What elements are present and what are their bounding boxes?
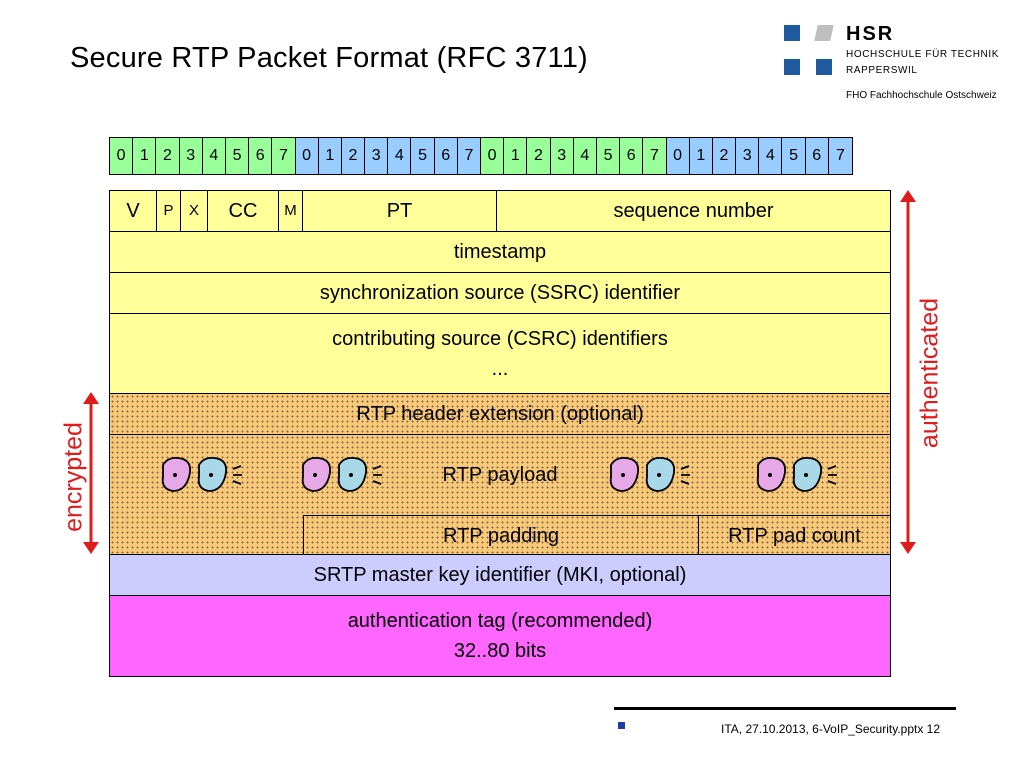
mki-row: SRTP master key identifier (MKI, optiona…: [110, 555, 890, 596]
rtp-pad-count-label: RTP pad count: [728, 524, 861, 547]
logo-square-icon: [814, 25, 834, 41]
ssrc-row: synchronization source (SSRC) identifier: [110, 273, 890, 314]
bit-cell: 6: [434, 138, 458, 174]
bit-cell: 3: [550, 138, 574, 174]
field-csrc-count: CC: [208, 191, 279, 231]
footer-text: ITA, 27.10.2013, 6-VoIP_Security.pptx 12: [721, 722, 941, 736]
bit-cell: 2: [527, 138, 551, 174]
bit-cell: 0: [110, 138, 134, 174]
field-payload-type-label: PT: [386, 200, 413, 222]
bit-cell: 0: [481, 138, 505, 174]
rtp-padding-field: RTP padding: [303, 515, 699, 555]
bit-cell: 4: [573, 138, 597, 174]
logo-name: HSR: [846, 23, 895, 45]
footer-divider: [614, 707, 956, 710]
logo-square-icon: [784, 59, 800, 75]
bit-cell: 3: [736, 138, 760, 174]
bit-cell: 7: [643, 138, 667, 174]
field-marker: M: [279, 191, 303, 231]
bit-cell: 4: [759, 138, 783, 174]
rtp-pad-count-field: RTP pad count: [699, 515, 890, 555]
srtp-packet: V P X CC M PT sequence number timestamp …: [109, 190, 891, 677]
people-talking-icon: [161, 456, 242, 492]
timestamp-row: timestamp: [110, 232, 890, 273]
bit-cell: 2: [341, 138, 366, 174]
bit-cell: 3: [179, 138, 203, 174]
bit-cell: 6: [249, 138, 273, 174]
encrypted-label: encrypted: [59, 422, 88, 532]
logo-line3: FHO Fachhochschule Ostschweiz: [846, 90, 997, 101]
rtp-fixed-header-row: V P X CC M PT sequence number: [110, 191, 890, 232]
bit-cell: 6: [620, 138, 644, 174]
bit-cell: 1: [133, 138, 157, 174]
field-extension-flag-label: X: [188, 202, 199, 219]
bit-cell: 1: [689, 138, 713, 174]
header-extension-row: RTP header extension (optional): [110, 394, 890, 435]
csrc-ellipsis: ...: [491, 357, 509, 380]
field-version: V: [110, 191, 157, 231]
bit-cell: 2: [156, 138, 180, 174]
field-padding-flag-label: P: [163, 202, 174, 219]
bit-cell: 5: [225, 138, 250, 174]
timestamp-label: timestamp: [453, 241, 547, 263]
bit-cell: 7: [457, 138, 481, 174]
bit-cell: 0: [295, 138, 319, 174]
bit-cell: 7: [828, 138, 852, 174]
field-csrc-count-label: CC: [228, 200, 258, 222]
bit-cell: 5: [411, 138, 435, 174]
field-sequence-number-label: sequence number: [613, 200, 774, 222]
field-sequence-number: sequence number: [497, 191, 890, 231]
hsr-logo: HSR HOCHSCHULE FÜR TECHNIK RAPPERSWIL FH…: [784, 23, 1019, 105]
logo-square-icon: [816, 59, 832, 75]
csrc-row: contributing source (CSRC) identifiers .…: [110, 314, 890, 394]
field-payload-type: PT: [303, 191, 497, 231]
ssrc-label: synchronization source (SSRC) identifier: [319, 282, 681, 304]
bit-cell: 6: [805, 138, 829, 174]
field-extension-flag: X: [181, 191, 208, 231]
encrypted-range-arrow: [83, 392, 99, 554]
logo-line1: HOCHSCHULE FÜR TECHNIK: [846, 49, 1000, 60]
bit-cell: 7: [272, 138, 296, 174]
header-extension-label: RTP header extension (optional): [356, 403, 644, 425]
auth-tag-size: 32..80 bits: [453, 640, 547, 662]
people-talking-icon: [301, 456, 382, 492]
payload-area: RTP payload: [110, 435, 890, 515]
payload-block: RTP payload RTP padding: [110, 435, 890, 555]
bit-cell: 2: [712, 138, 737, 174]
mki-label: SRTP master key identifier (MKI, optiona…: [313, 564, 687, 586]
bit-cell: 0: [666, 138, 690, 174]
payload-label: RTP payload: [442, 464, 558, 486]
footer-bullet-icon: [618, 722, 625, 729]
logo-square-icon: [784, 25, 800, 41]
bit-cell: 4: [388, 138, 412, 174]
auth-tag-label: authentication tag (recommended): [347, 610, 653, 632]
authenticated-label: authenticated: [915, 297, 944, 449]
csrc-label: contributing source (CSRC) identifiers: [332, 327, 668, 350]
authenticated-range-arrow: [900, 190, 916, 554]
bit-cell: 5: [782, 138, 806, 174]
field-padding-flag: P: [157, 191, 181, 231]
bit-cell: 4: [202, 138, 226, 174]
bit-cell: 5: [596, 138, 621, 174]
slide-title: Secure RTP Packet Format (RFC 3711): [70, 42, 588, 74]
auth-tag-row: authentication tag (recommended) 32..80 …: [110, 596, 890, 676]
bit-cell: 1: [318, 138, 342, 174]
rtp-padding-label: RTP padding: [442, 524, 559, 547]
people-talking-icon: [609, 456, 690, 492]
logo-line2: RAPPERSWIL: [846, 65, 918, 76]
field-version-label: V: [126, 200, 140, 222]
field-marker-label: M: [284, 202, 297, 219]
people-talking-icon: [756, 456, 837, 492]
bit-cell: 1: [504, 138, 528, 174]
bit-cell: 3: [365, 138, 389, 174]
